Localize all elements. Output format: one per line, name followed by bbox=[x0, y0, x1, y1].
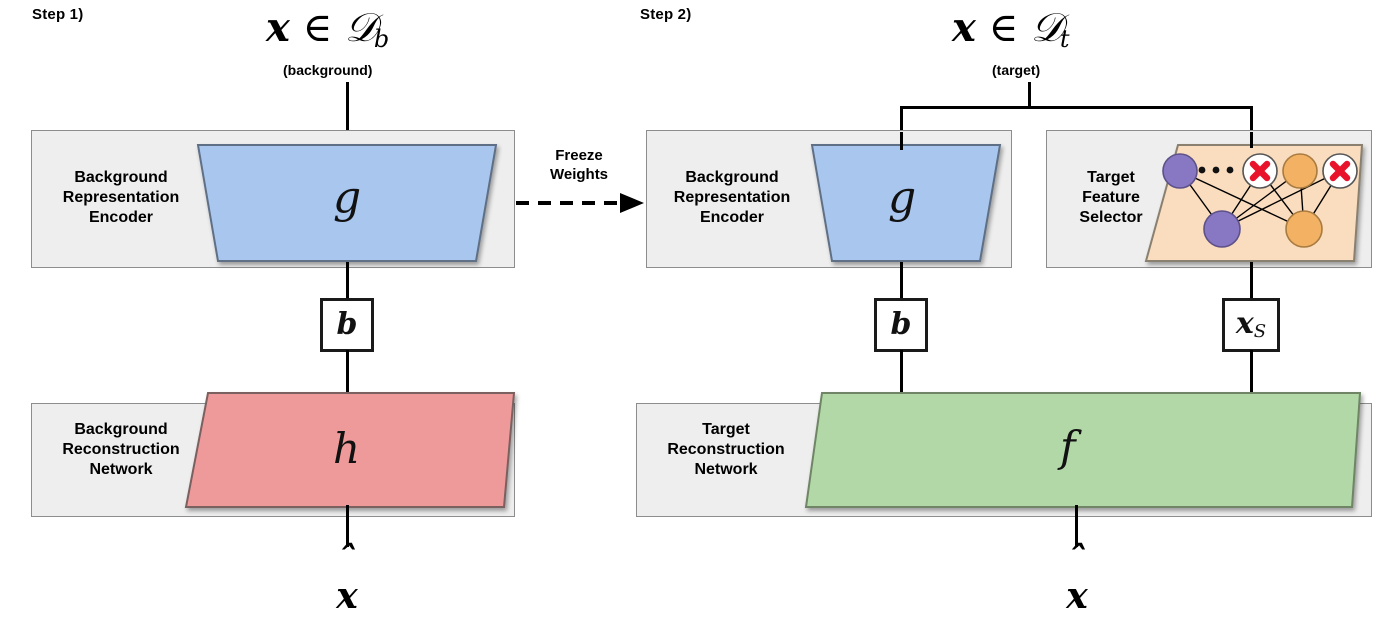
step-1-decoder-title: Background Reconstruction Network bbox=[62, 421, 180, 478]
step-2-selector-title: Target Feature Selector bbox=[1079, 169, 1143, 226]
step-2-output-label: ˆ x bbox=[1042, 542, 1112, 614]
node-bottom-2 bbox=[1285, 210, 1323, 248]
step-2-encoder-shape bbox=[806, 143, 1006, 265]
step-2-latent-right-line-bottom bbox=[1250, 350, 1253, 406]
step-1-output-symbol: x bbox=[336, 575, 358, 617]
step-1-latent-line-bottom bbox=[346, 350, 349, 406]
step-2-latent-right-line-top bbox=[1250, 262, 1253, 300]
step-2-latent-right-label: xS bbox=[1235, 306, 1267, 342]
step-2-output-symbol: x bbox=[1066, 575, 1088, 617]
step-1-latent-box: b bbox=[320, 298, 374, 352]
node-top-1 bbox=[1162, 153, 1198, 189]
step-2-selector-inlet bbox=[1250, 132, 1253, 148]
step-2-branch-right bbox=[1250, 106, 1253, 132]
step-2-encoder-inlet bbox=[900, 132, 903, 150]
node-top-2-x-icon bbox=[1249, 160, 1271, 182]
step-2-latent-left-line-bottom bbox=[900, 350, 903, 406]
step-1-encoder-shape bbox=[192, 143, 502, 265]
step-2-decoder-title: Target Reconstruction Network bbox=[667, 421, 785, 478]
step-1-label: Step 1) bbox=[32, 6, 84, 23]
step-2-output-line bbox=[1075, 505, 1078, 547]
step-1-output-hat: ˆ bbox=[338, 539, 356, 581]
step-1-latent-label: b bbox=[336, 307, 358, 342]
step-1-encoder-title: Background Representation Encoder bbox=[62, 169, 180, 226]
step-2-input-line bbox=[1028, 82, 1031, 109]
step-1-output-line bbox=[346, 505, 349, 547]
step-1-decoder-shape bbox=[180, 391, 520, 513]
step-1-input-line bbox=[346, 82, 349, 132]
selector-network bbox=[1140, 143, 1368, 265]
step-2-decoder-shape bbox=[800, 391, 1366, 513]
step-2-encoder-glyph: g bbox=[888, 172, 917, 223]
step-2-decoder-glyph: f bbox=[1060, 422, 1076, 471]
step-1-encoder-glyph: g bbox=[333, 172, 362, 223]
step-2-latent-left-line-top bbox=[900, 262, 903, 300]
node-top-ellipsis-icon bbox=[1198, 166, 1234, 174]
step-2-latent-left-label: b bbox=[890, 307, 912, 342]
step-1-input-caption: (background) bbox=[283, 62, 373, 78]
step-2-encoder-title: Background Representation Encoder bbox=[673, 169, 791, 226]
step-2-input-math: x ∈ 𝒟t bbox=[952, 4, 1070, 53]
dashed-arrow-icon bbox=[516, 192, 646, 219]
step-1-output-label: ˆ x bbox=[312, 542, 382, 614]
step-2-split-bus bbox=[900, 106, 1253, 109]
step-1-input-math: x ∈ 𝒟b bbox=[266, 4, 390, 53]
freeze-weights-label: Freeze Weights bbox=[549, 147, 609, 183]
step-2-input-caption: (target) bbox=[992, 62, 1041, 78]
node-top-3 bbox=[1282, 153, 1318, 189]
step-2-branch-left bbox=[900, 106, 903, 132]
step-2-output-hat: ˆ bbox=[1068, 539, 1086, 581]
step-1-decoder-glyph: h bbox=[333, 424, 361, 473]
node-bottom-1 bbox=[1203, 210, 1241, 248]
step-2-latent-left-box: b bbox=[874, 298, 928, 352]
step-2-label: Step 2) bbox=[640, 6, 692, 23]
step-1-latent-line-top bbox=[346, 262, 349, 300]
node-top-4-x-icon bbox=[1329, 160, 1351, 182]
step-2-latent-right-box: xS bbox=[1222, 298, 1280, 352]
